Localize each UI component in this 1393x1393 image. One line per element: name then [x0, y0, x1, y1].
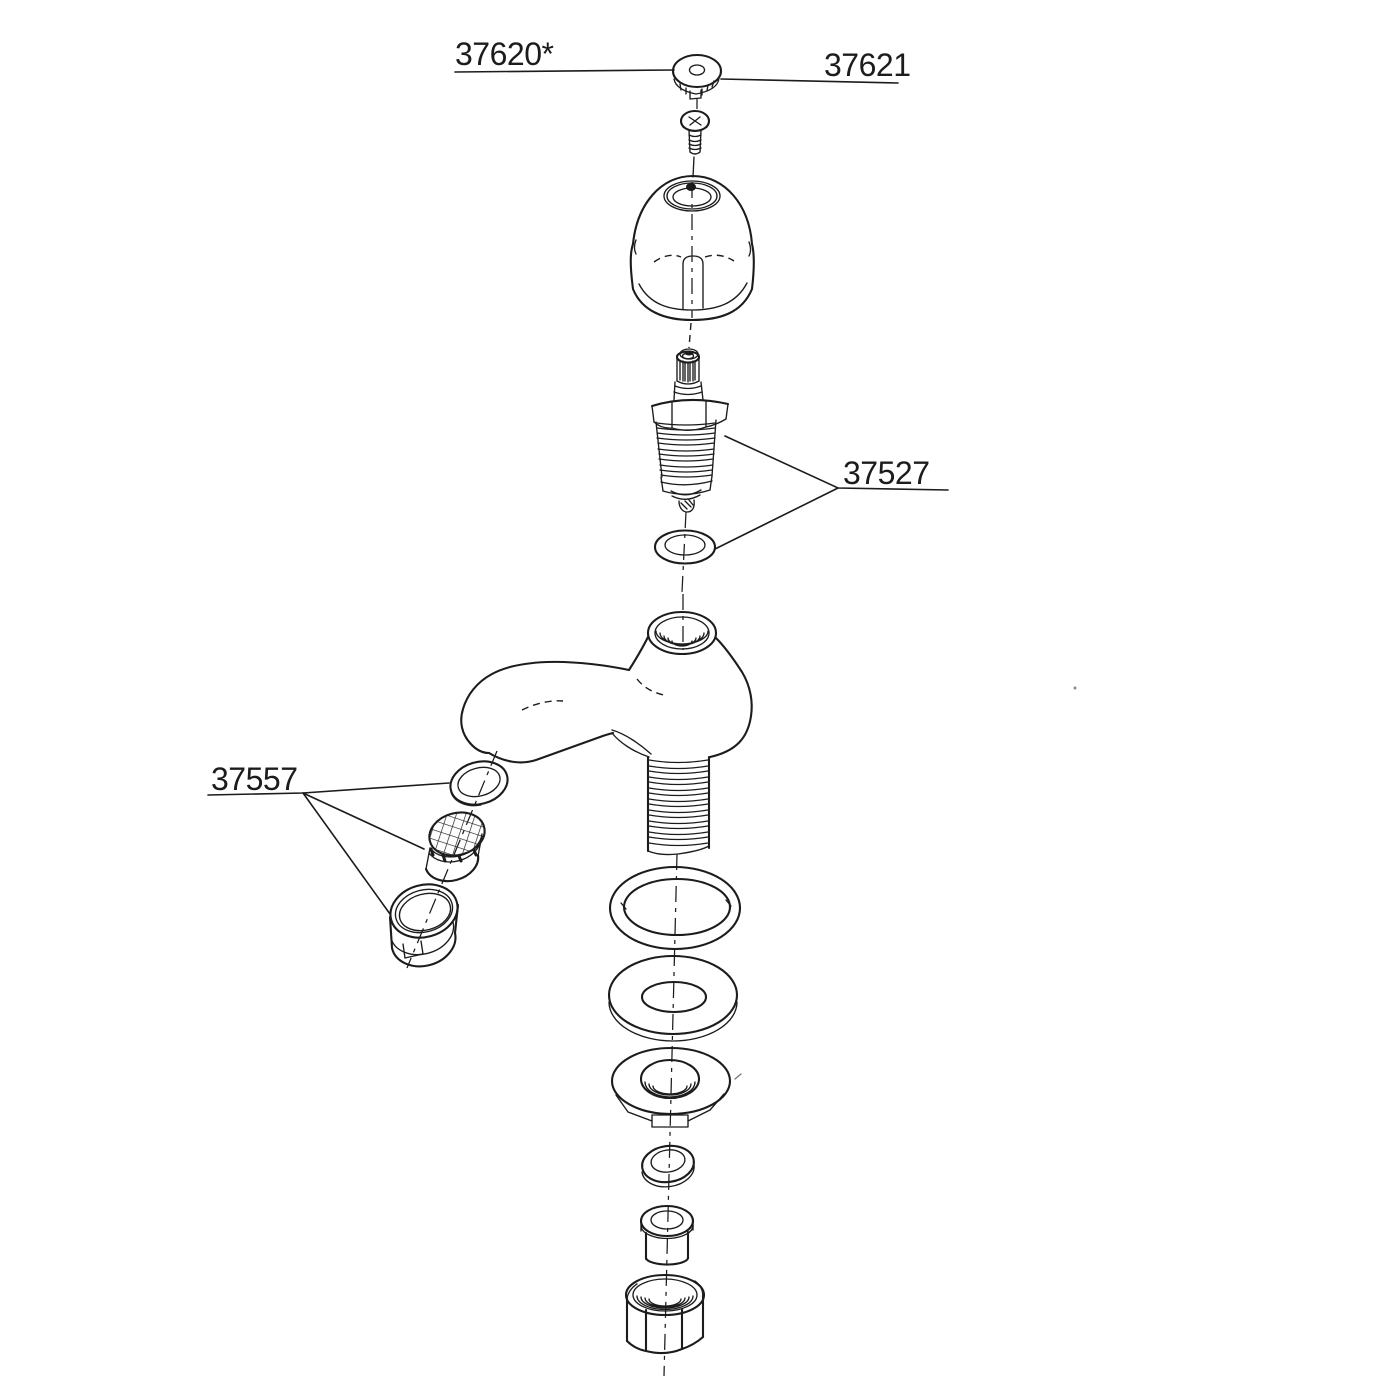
- coupling-nut: [624, 1273, 706, 1355]
- handle-screw: [679, 109, 711, 178]
- index-button-cap: [671, 53, 723, 100]
- leader-37557-shell: [302, 792, 391, 915]
- part-label-37621: 37621: [824, 47, 910, 83]
- leader-37620: [454, 69, 675, 73]
- aerator-mesh-screen: [429, 812, 485, 856]
- cone-washer: [641, 1144, 695, 1188]
- aerator-axis-centerline: [406, 750, 498, 969]
- part-label-37620: 37620*: [455, 36, 553, 72]
- shank-ring-gasket: [608, 865, 742, 951]
- phillips-cross: [688, 116, 702, 126]
- scan-artifacts: [734, 686, 1077, 1080]
- leader-37621: [720, 78, 899, 84]
- valve-cartridge: [650, 350, 730, 513]
- handle-knob: [629, 174, 755, 322]
- flanged-locknut: [610, 1046, 732, 1128]
- leader-37527-lower: [714, 487, 839, 550]
- bonnet-washer: [653, 529, 717, 565]
- aerator-shell: [388, 883, 460, 968]
- part-label-37557: 37557: [211, 761, 297, 797]
- leader-37557-insert: [302, 792, 425, 850]
- flat-washer: [607, 954, 739, 1042]
- part-label-37527: 37527: [843, 455, 929, 491]
- aerator-gasket: [449, 760, 509, 807]
- spout-body-with-shank: [460, 610, 753, 856]
- aerator-insert: [424, 811, 486, 883]
- leader-lines: [207, 69, 949, 915]
- sleeve-bushing: [639, 1204, 695, 1266]
